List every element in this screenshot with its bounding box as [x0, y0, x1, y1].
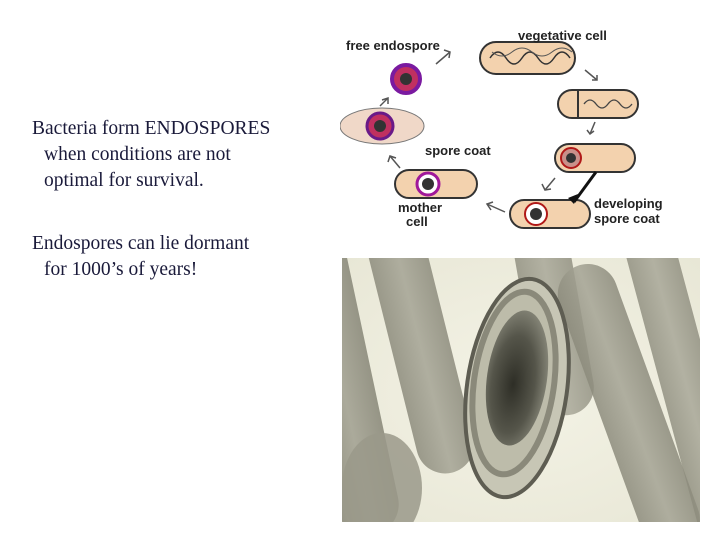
released-spore — [340, 107, 425, 145]
bullet-line: when conditions are not — [44, 144, 231, 165]
label-developing: developing — [594, 196, 663, 211]
free-endospore — [390, 63, 422, 95]
label-cell: cell — [406, 214, 428, 229]
sporulating-cell — [463, 276, 571, 500]
label-spore-coat: spore coat — [425, 143, 491, 158]
pointer-arrowhead — [568, 194, 578, 204]
label-vegetative-cell: vegetative cell — [518, 28, 607, 43]
bullet-line: Bacteria form ENDOSPORES — [32, 118, 271, 139]
label-free-endospore: free endospore — [346, 38, 440, 53]
vegetative-cell — [479, 41, 576, 75]
bullet-line: for 1000’s of years! — [44, 259, 198, 280]
endospore-cycle-diagram: free endospore vegetative cell spore coa… — [340, 22, 680, 237]
label-spore-coat-2: spore coat — [594, 211, 660, 226]
dividing-cell — [557, 89, 639, 119]
cycle-arrows — [379, 49, 598, 213]
spore-coat-cell — [509, 199, 591, 229]
mother-cell — [394, 169, 478, 199]
endospore-micrograph — [342, 258, 700, 522]
label-mother: mother — [398, 200, 442, 215]
bullet-line: optimal for survival. — [44, 170, 204, 191]
developing-spore-cell — [554, 143, 636, 173]
bullet-endospore-formation: Bacteria form ENDOSPORES when conditions… — [32, 116, 332, 194]
pointer-arrow — [572, 171, 598, 203]
bullet-line: Endospores can lie dormant — [32, 233, 250, 254]
bullet-endospore-dormancy: Endospores can lie dormant for 1000’s of… — [32, 231, 332, 283]
